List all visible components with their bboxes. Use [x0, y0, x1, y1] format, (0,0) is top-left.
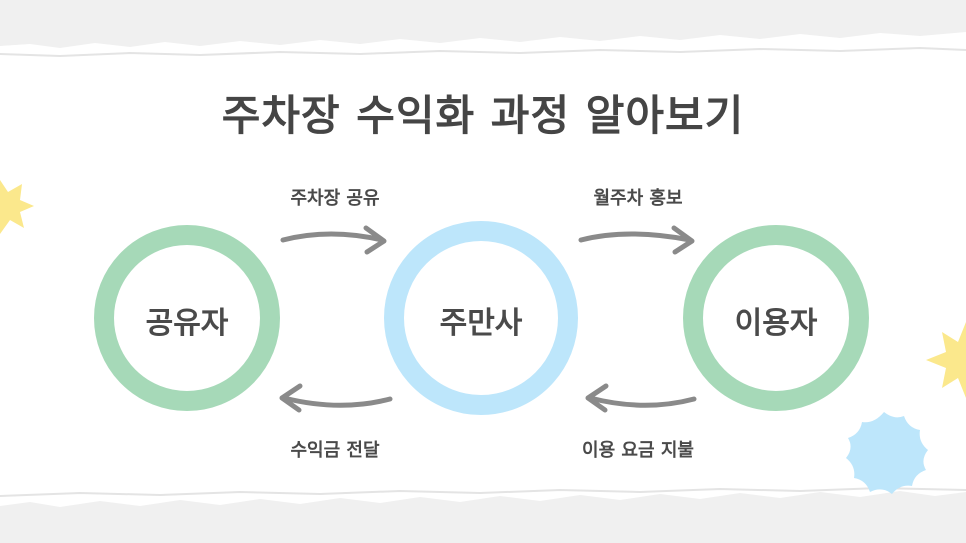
yellow-star-left-decoration — [0, 180, 34, 234]
user-ring — [683, 225, 869, 411]
arrow-promote-monthly — [578, 225, 695, 255]
flow-label-deliver-revenue: 수익금 전달 — [290, 440, 380, 461]
flow-label-promote-monthly: 월주차 홍보 — [593, 188, 683, 209]
node-label-jumansa: 주만사 — [439, 306, 523, 341]
node-label-user: 이용자 — [734, 306, 818, 341]
yellow-star-right-decoration — [926, 322, 966, 398]
arrow-deliver-revenue — [279, 383, 393, 413]
blue-scallop-blob-decoration — [846, 412, 928, 494]
jumansa-ring — [384, 221, 578, 415]
flow-label-pay-usage-fee: 이용 요금 지불 — [582, 440, 694, 461]
arrow-pay-usage-fee — [585, 383, 697, 413]
paper-bottom-shadow — [0, 486, 966, 497]
page-title: 주차장 수익화 과정 알아보기 — [221, 91, 745, 140]
sharer-ring — [94, 225, 280, 411]
flow-label-share-parking: 주차장 공유 — [290, 188, 380, 209]
arrow-share-parking — [280, 225, 387, 255]
node-label-sharer: 공유자 — [145, 306, 229, 341]
paper-top-shadow — [0, 46, 966, 58]
